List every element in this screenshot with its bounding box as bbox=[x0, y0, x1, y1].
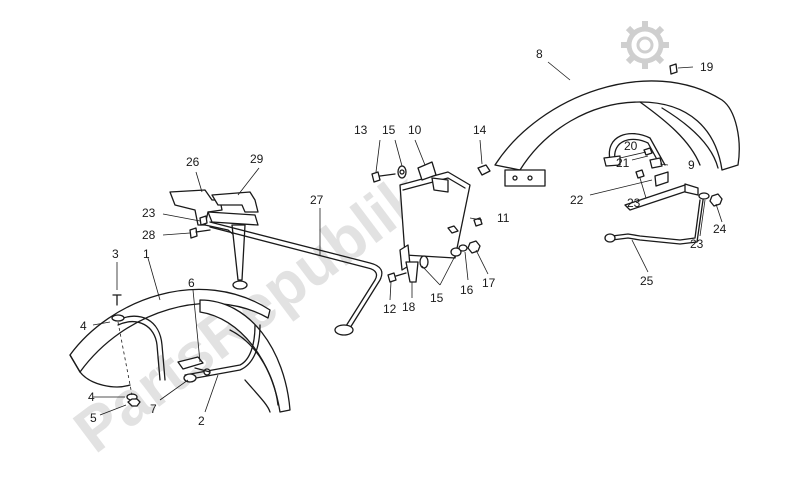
callout-28: 28 bbox=[142, 228, 156, 242]
center-bottom-hardware bbox=[387, 217, 483, 283]
callout-4a: 4 bbox=[80, 319, 87, 333]
callout-22: 22 bbox=[570, 193, 584, 207]
callout-23c: 23 bbox=[690, 237, 704, 251]
callout-11: 11 bbox=[497, 211, 510, 225]
callout-7: 7 bbox=[150, 402, 157, 416]
callout-10: 10 bbox=[408, 123, 422, 137]
callout-6: 6 bbox=[188, 276, 195, 290]
rear-fender bbox=[494, 80, 740, 187]
callout-8: 8 bbox=[536, 47, 543, 61]
leader-lines bbox=[92, 61, 723, 416]
callout-20: 20 bbox=[624, 139, 638, 153]
callout-18: 18 bbox=[402, 300, 416, 314]
callout-23a: 23 bbox=[142, 206, 156, 220]
callout-labels: 1 2 3 4 4 5 6 7 8 9 10 11 12 13 14 15 15… bbox=[80, 47, 727, 428]
rear-support-bracket bbox=[604, 169, 723, 245]
callout-26: 26 bbox=[186, 155, 200, 169]
callout-27: 27 bbox=[310, 193, 324, 207]
front-hardware bbox=[111, 294, 211, 407]
callout-15b: 15 bbox=[430, 291, 444, 305]
callout-23b: 23 bbox=[627, 196, 641, 210]
callout-19: 19 bbox=[700, 60, 714, 74]
front-fender-stay bbox=[117, 315, 261, 383]
callout-9: 9 bbox=[688, 158, 695, 172]
callout-21: 21 bbox=[616, 156, 630, 170]
brake-pedal-bracket bbox=[169, 189, 259, 290]
callout-1: 1 bbox=[143, 247, 150, 261]
callout-13: 13 bbox=[354, 123, 368, 137]
callout-24: 24 bbox=[713, 222, 727, 236]
rear-fender-stay bbox=[603, 63, 678, 169]
callout-5: 5 bbox=[90, 411, 97, 425]
callout-2: 2 bbox=[198, 414, 205, 428]
callout-25: 25 bbox=[640, 274, 654, 288]
callout-17: 17 bbox=[482, 276, 496, 290]
callout-15a: 15 bbox=[382, 123, 396, 137]
callout-12: 12 bbox=[383, 302, 397, 316]
gear-icon bbox=[621, 21, 669, 69]
callout-16: 16 bbox=[460, 283, 474, 297]
brake-rod bbox=[209, 221, 383, 336]
callout-4b: 4 bbox=[88, 390, 95, 404]
callout-14: 14 bbox=[473, 123, 487, 137]
side-panel bbox=[399, 161, 471, 271]
callout-29: 29 bbox=[250, 152, 264, 166]
front-fender bbox=[69, 288, 291, 413]
callout-3: 3 bbox=[112, 247, 119, 261]
